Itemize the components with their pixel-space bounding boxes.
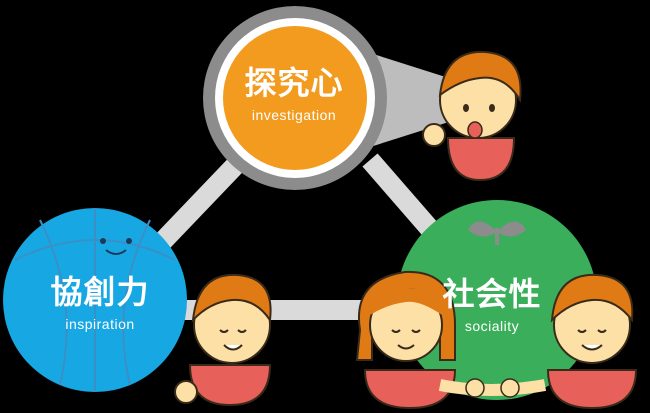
inspiration-label: 協創力 inspiration [20, 273, 180, 333]
investigation-node [203, 6, 387, 190]
holding-hands-icon [438, 378, 547, 398]
girl-icon [355, 270, 457, 410]
investigation-en-label: investigation [251, 107, 337, 123]
boy-bottom-left-icon [174, 273, 272, 407]
sociality-label: 社会性 sociality [412, 275, 572, 335]
investigation-jp-label: 探究心 [244, 64, 344, 102]
boy-top-right-icon [422, 50, 522, 182]
inspiration-en-label: inspiration [65, 316, 135, 332]
investigation-label: 探究心 investigation [224, 64, 364, 124]
sociality-jp-label: 社会性 [442, 275, 542, 313]
inspiration-jp-label: 協創力 [50, 273, 150, 311]
boy-bottom-right-icon [546, 273, 638, 410]
sociality-en-label: sociality [464, 318, 520, 334]
inspiration-node [3, 207, 187, 392]
